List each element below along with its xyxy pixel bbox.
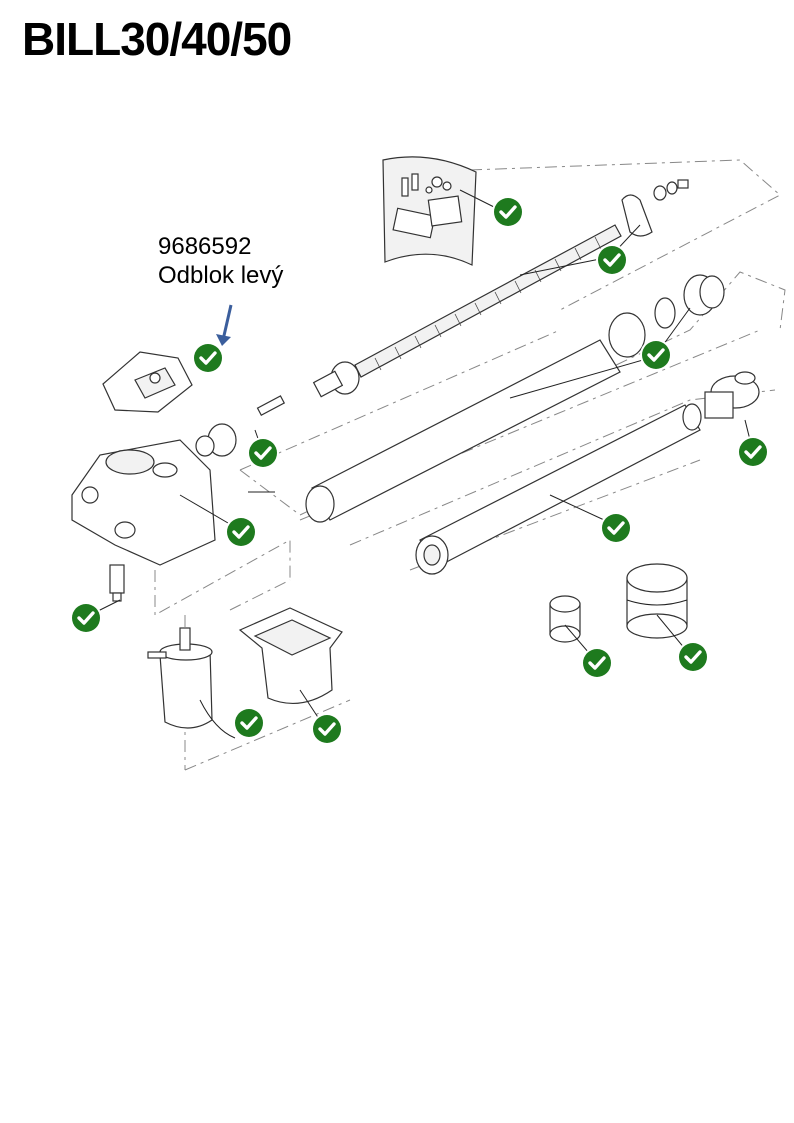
gear-and-spring bbox=[195, 395, 286, 493]
callout-arrow bbox=[216, 304, 233, 346]
check-circle-icon bbox=[579, 645, 615, 681]
callout-part-name: Odblok levý bbox=[158, 262, 284, 289]
check-circle-icon bbox=[735, 434, 771, 470]
gearbox-housing bbox=[71, 439, 216, 566]
rear-bracket-parts bbox=[621, 179, 689, 237]
check-circle-icon bbox=[245, 435, 281, 471]
check-circle-icon bbox=[68, 600, 104, 636]
check-circle-icon bbox=[594, 242, 630, 278]
capacitor-small bbox=[549, 595, 581, 643]
page-title: BILL30/40/50 bbox=[22, 13, 292, 65]
check-circle-icon bbox=[231, 705, 267, 741]
check-circle-icon bbox=[490, 194, 526, 230]
check-circle-icon bbox=[638, 337, 674, 373]
hardware-kit-bag bbox=[382, 156, 477, 266]
outer-tube-parts bbox=[305, 274, 725, 523]
piston-rod bbox=[415, 403, 702, 575]
lead-screw bbox=[312, 224, 622, 398]
cable-connector bbox=[109, 564, 125, 602]
check-circle-icon bbox=[675, 639, 711, 675]
check-circle-icon bbox=[223, 514, 259, 550]
release-lever-part bbox=[102, 351, 193, 413]
electric-motor bbox=[147, 627, 236, 739]
motor-cover bbox=[238, 607, 343, 704]
capacitor-large bbox=[626, 563, 688, 639]
check-circle-icon bbox=[598, 510, 634, 546]
front-end-cap bbox=[704, 371, 760, 419]
check-circle-icon bbox=[309, 711, 345, 747]
check-circle-icon bbox=[190, 340, 226, 376]
part-callout: 9686592 Odblok levý bbox=[158, 232, 283, 290]
callout-part-number: 9686592 bbox=[158, 233, 252, 260]
